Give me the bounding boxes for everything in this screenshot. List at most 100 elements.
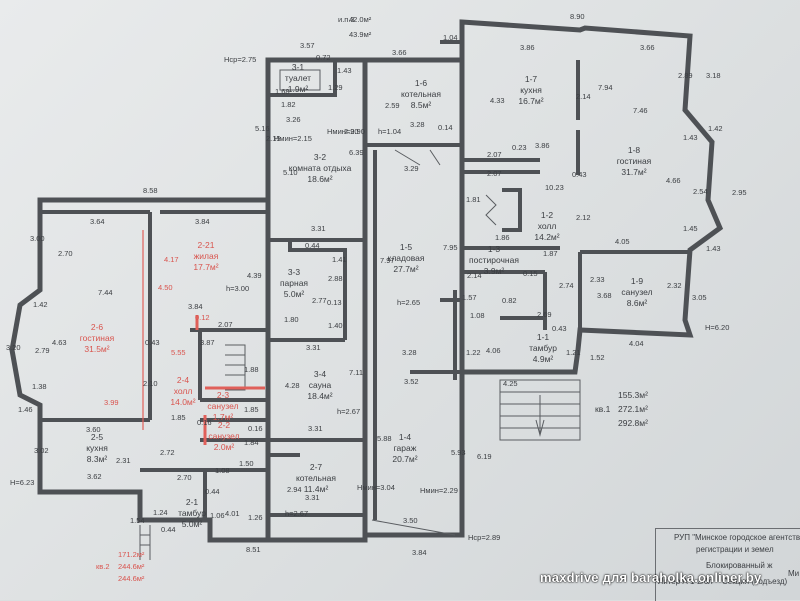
dimension-label: 3.60 <box>86 425 101 434</box>
dimension-label: 1.42 <box>708 124 723 133</box>
dimension-label: 2.79 <box>35 346 50 355</box>
room-name: котельная <box>296 473 336 483</box>
summary-total-3: 292.8м² <box>618 418 648 428</box>
height-label: H=6.23 <box>10 478 34 487</box>
room-id: 2-6 <box>91 322 104 332</box>
dimension-label: 0.16 <box>197 418 212 427</box>
room-name: кухня <box>86 443 108 453</box>
dimension-label: 42.0м² <box>349 15 372 24</box>
height-label: h=2.67 <box>337 407 360 416</box>
dimension-label: 1.42 <box>33 300 48 309</box>
room-name: кухня <box>520 85 542 95</box>
red-label: 244.6м² <box>118 562 145 571</box>
dimension-label: 3.18 <box>706 71 721 80</box>
room-name: жилая <box>194 251 219 261</box>
room-area: 14.2м² <box>534 232 559 242</box>
dimension-label: 3.26 <box>286 115 301 124</box>
dimension-label: 2.14 <box>576 92 591 101</box>
height-label: Hмин=2.29 <box>420 486 458 495</box>
dimension-label: 2.14 <box>467 271 482 280</box>
dimension-label: 1.54 <box>130 516 145 525</box>
room-id: 2-7 <box>310 462 323 472</box>
dimension-label: 5.10 <box>283 168 298 177</box>
height-label: и.п.3 <box>338 15 355 24</box>
dimension-label: 3.20 <box>6 343 21 352</box>
dimension-label: 1.41 <box>332 255 347 264</box>
dimension-label: 7.11 <box>349 368 363 377</box>
dimension-label: 2.10 <box>143 379 158 388</box>
room-area: 5.0м² <box>284 289 305 299</box>
room-id: 2-1 <box>186 497 199 507</box>
room-id: 3-2 <box>314 152 327 162</box>
dimension-label: 1.22 <box>466 348 481 357</box>
dimension-label: 2.33 <box>590 275 605 284</box>
dimension-label: 3.02 <box>34 446 49 455</box>
dimension-label: 3.28 <box>410 120 425 129</box>
dimension-label: 4.33 <box>490 96 505 105</box>
dimension-label: 1.38 <box>32 382 47 391</box>
height-label: Hмин=3.04 <box>357 483 395 492</box>
dimension-label: 4.63 <box>52 338 67 347</box>
dimension-label: 1.06 <box>210 511 225 520</box>
room-name: гостиная <box>80 333 115 343</box>
room-area: 31.7м² <box>621 167 646 177</box>
room-id: 1-9 <box>631 276 644 286</box>
dimension-label: 3.64 <box>90 217 105 226</box>
room-name: холл <box>538 221 557 231</box>
dimension-label: 2.89 <box>678 71 693 80</box>
dimension-label: 3.28 <box>402 348 417 357</box>
dimension-label: 1.85 <box>244 405 259 414</box>
dimension-label: 2.15 <box>266 134 281 143</box>
dimension-label: 3.86 <box>520 43 535 52</box>
dimension-label: 1.57 <box>462 293 477 302</box>
dimension-label: 3.52 <box>404 377 419 386</box>
red-label: 5.55 <box>171 348 186 357</box>
dimension-label: 0.23 <box>512 143 527 152</box>
dimension-label: 3.31 <box>308 424 323 433</box>
room-id: 1-7 <box>525 74 538 84</box>
dimension-label: 2.94 <box>287 485 302 494</box>
room-name: санузел <box>207 401 238 411</box>
dimension-label: 2.69 <box>537 310 552 319</box>
dimension-label: 0.44 <box>205 487 220 496</box>
dimension-label: 1.08 <box>470 311 485 320</box>
room-name: сауна <box>309 380 332 390</box>
dimension-label: 4.01 <box>225 509 240 518</box>
red-label: 244.6м² <box>118 574 145 583</box>
dimension-label: 1.86 <box>495 233 510 242</box>
dimension-label: 1.80 <box>284 315 299 324</box>
dimension-label: 0.15 <box>523 269 538 278</box>
dimension-label: 3.57 <box>300 41 315 50</box>
room-area: 11.4м² <box>304 484 329 494</box>
dimension-label: 1.52 <box>590 353 605 362</box>
room-name: гостиная <box>617 156 652 166</box>
dimension-label: 2.70 <box>177 473 192 482</box>
dimension-label: 1.40 <box>328 321 343 330</box>
dimension-label: 3.86 <box>535 141 550 150</box>
room-area: 16.7м² <box>518 96 543 106</box>
height-label: Hмин=2.15 <box>274 134 312 143</box>
watermark: maxdrive для baraholka.onliner.by <box>540 570 762 585</box>
dimension-label: 2.07 <box>487 150 502 159</box>
dimension-label: 0.82 <box>502 296 517 305</box>
red-label: 3.99 <box>104 398 119 407</box>
dimension-label: 0.43 <box>552 324 567 333</box>
room-area: 14.0м² <box>170 397 195 407</box>
room-name: санузел <box>208 431 239 441</box>
room-name: санузел <box>621 287 652 297</box>
room-area: 20.7м² <box>392 454 417 464</box>
dimension-label: 3.31 <box>305 493 320 502</box>
dimension-label: 3.31 <box>311 224 326 233</box>
room-area: 8.6м² <box>627 298 648 308</box>
dimension-label: 1.24 <box>153 508 168 517</box>
room-id: 3-4 <box>314 369 327 379</box>
room-name: парная <box>280 278 308 288</box>
summary-total-1: 155.3м² <box>618 390 648 400</box>
dimension-label: 2.90 <box>344 127 359 136</box>
room-id: 1-8 <box>628 145 641 155</box>
dimension-label: 2.77 <box>312 296 327 305</box>
